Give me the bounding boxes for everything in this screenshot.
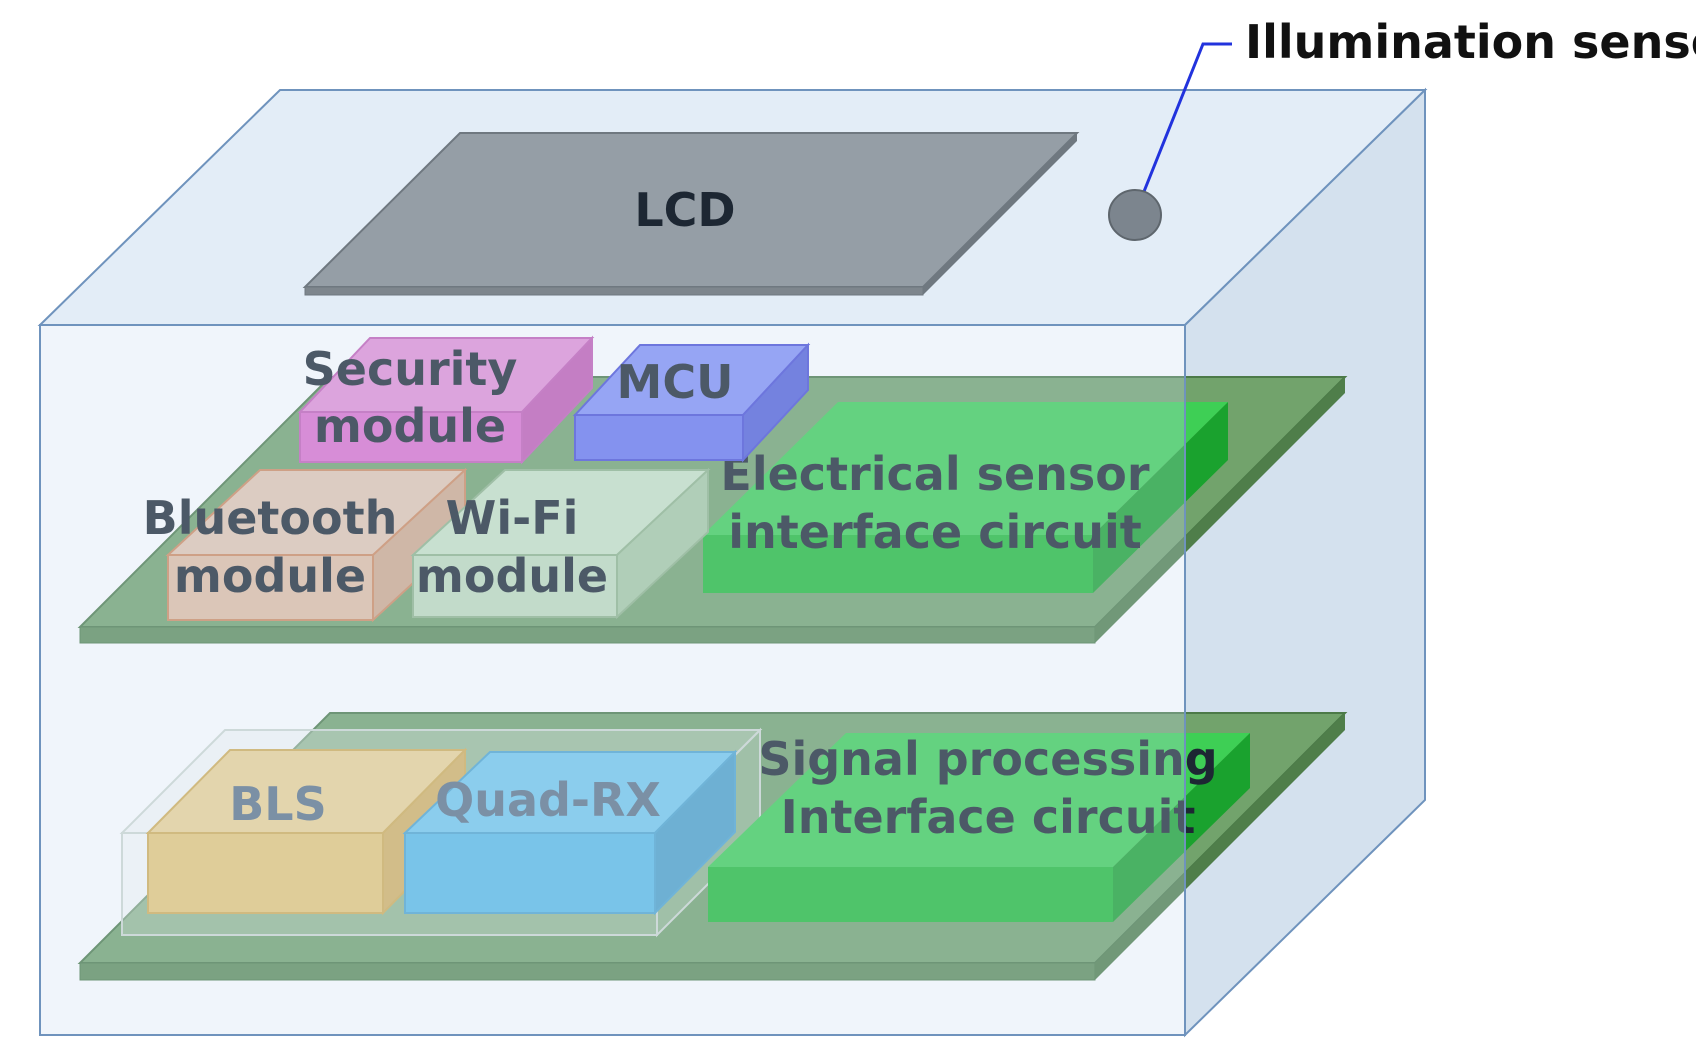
security-side-face [521,335,593,465]
wifi-side-face [616,467,709,620]
bluetooth-label-line2: module [174,549,366,603]
upper-board-side-face [1095,377,1345,643]
illumination-sensor-label: Illumination sensor [1245,15,1696,69]
electrical-circuit-label-line1: Electrical sensor [720,447,1149,501]
lower-board-side-face [1095,713,1345,980]
wifi-module: Wi-Fi module [410,467,711,620]
quad-rx-module: Quad-RX [402,749,738,916]
bls-label: BLS [229,777,327,831]
electrical-circuit-front-face [703,535,1093,593]
sensor-lead-line [1141,42,1232,195]
bluetooth-module: Bluetooth module [143,467,468,623]
mcu-side-face [742,342,809,463]
lcd-label: LCD [634,183,735,237]
illumination-sensor: Illumination sensor [1108,15,1696,241]
signal-circuit-top-face [708,733,1250,867]
signal-circuit-label-line2: Interface circuit [781,790,1196,844]
wifi-label-line2: module [416,549,608,603]
security-module: Security module [297,335,595,465]
quad-rx-side-face [654,749,736,916]
bluetooth-label-line1: Bluetooth [143,491,398,545]
enclosure-front [39,324,1186,1036]
signal-processing-circuit: Signal processing Interface circuit [708,732,1250,922]
signal-circuit-label-line1: Signal processing [758,732,1217,786]
illumination-sensor-dot [1108,189,1162,241]
lcd-panel: LCD [302,132,1080,296]
signal-circuit-side-face [1113,733,1250,922]
signal-circuit-front-face [708,867,1113,922]
quad-rx-label: Quad-RX [435,773,661,827]
electrical-circuit-label-line2: interface circuit [728,505,1141,559]
electrical-sensor-circuit: Electrical sensor interface circuit [703,402,1228,593]
lcd-front-face [304,286,924,296]
bls-module: BLS [145,747,468,916]
wifi-label-line1: Wi-Fi [446,491,579,545]
lcd-side-face [923,133,1077,295]
security-label-line1: Security [303,342,518,396]
security-label-line2: module [314,399,506,453]
electrical-circuit-side-face [1093,402,1228,593]
electrical-circuit-top-face [703,402,1228,535]
mcu-module: MCU [572,342,811,463]
enclosure-front-face [39,324,1186,1036]
mcu-label: MCU [617,355,734,409]
